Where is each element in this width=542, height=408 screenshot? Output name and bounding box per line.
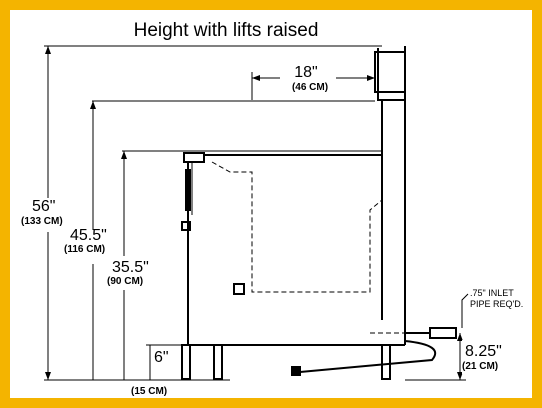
leg-height-inches: 6" [154, 349, 169, 366]
inlet-pipe [429, 327, 457, 339]
front-leg-2 [213, 344, 223, 380]
drain-valve [233, 283, 245, 295]
power-plug-icon [291, 366, 301, 376]
frypot-outline [211, 160, 383, 293]
lift-travel-cm: (46 CM) [292, 82, 328, 93]
power-cord [299, 340, 437, 373]
inlet-note-line1: .75" INLET [470, 288, 514, 298]
inlet-note-line2: PIPE REQ'D. [470, 299, 523, 309]
leg-height-cm: (15 CM) [131, 386, 167, 397]
overall-height-inches: 56" [32, 198, 55, 215]
inlet-leader [461, 293, 469, 328]
front-leg [181, 344, 191, 380]
overall-height-cm: (133 CM) [21, 216, 63, 227]
work-height-cm: (90 CM) [107, 276, 143, 287]
inlet-height-dimension [405, 333, 466, 381]
inlet-height-inches: 8.25" [465, 343, 502, 360]
front-lip [183, 152, 205, 163]
leg-height-dimension [146, 344, 188, 380]
front-handle [185, 169, 191, 211]
lift-travel-inches: 18" [294, 64, 317, 81]
diagram-title: Height with lifts raised [134, 20, 319, 41]
work-height-inches: 35.5" [112, 259, 149, 276]
lift-motor-housing [374, 51, 406, 93]
mid-height-cm: (116 CM) [64, 244, 105, 255]
inlet-height-cm: (21 CM) [462, 361, 498, 372]
rear-leg [381, 344, 391, 380]
mid-height-inches: 45.5" [70, 227, 107, 244]
control-knob [181, 221, 191, 231]
back-panel [377, 48, 383, 320]
